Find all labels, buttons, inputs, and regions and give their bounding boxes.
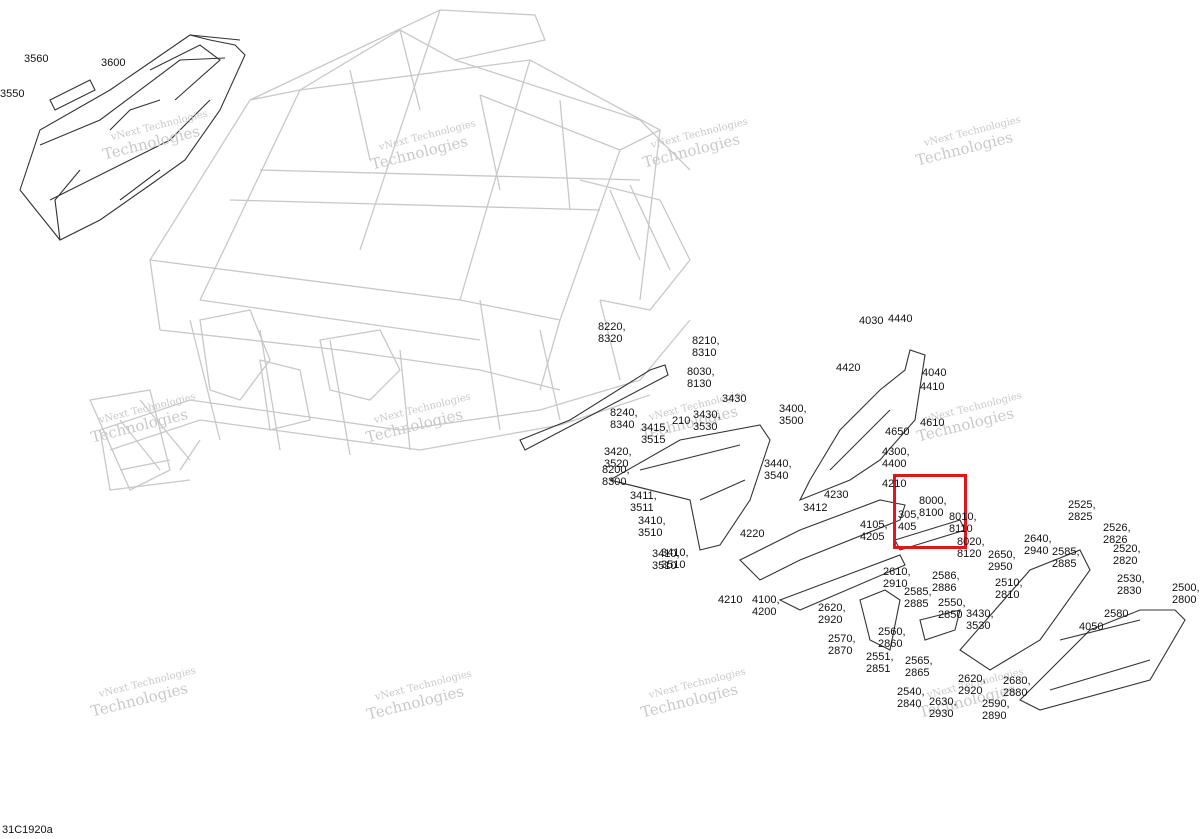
callout-label: 2551, 2851 bbox=[866, 651, 894, 675]
callout-label: 4040 bbox=[922, 367, 947, 379]
callout-label: 4220 bbox=[740, 528, 765, 540]
callout-label: 2570, 2870 bbox=[828, 633, 856, 657]
callout-label: 8010, 8110 bbox=[949, 511, 977, 535]
callout-label: 8220, 8320 bbox=[598, 321, 626, 345]
callout-label: 2510, 2810 bbox=[995, 577, 1023, 601]
callout-label: 2560, 2860 bbox=[878, 626, 906, 650]
side-panels bbox=[519, 349, 1186, 711]
callout-label: 2586, 2886 bbox=[932, 570, 960, 594]
callout-label: 4105, 4205 bbox=[860, 519, 888, 543]
callout-label: 3400, 3500 bbox=[779, 403, 807, 427]
callout-label: 210 bbox=[672, 415, 691, 427]
callout-label: 2520, 2820 bbox=[1113, 543, 1141, 567]
callout-label: 2680, 2880 bbox=[1003, 675, 1031, 699]
callout-label: 2650, 2950 bbox=[988, 549, 1016, 573]
callout-label: 4210 bbox=[882, 478, 907, 490]
callout-label: 4440 bbox=[888, 313, 913, 325]
callout-label: 4100, 4200 bbox=[752, 594, 780, 618]
vehicle-frame-outline bbox=[89, 9, 691, 491]
callout-label: 8240, 8340 bbox=[610, 407, 638, 431]
callout-label: 3430 bbox=[722, 393, 747, 405]
callout-label: 4650 bbox=[885, 426, 910, 438]
callout-label: 2540, 2840 bbox=[897, 686, 925, 710]
callout-label: 2585, 2885 bbox=[904, 586, 932, 610]
callout-label: 4300, 4400 bbox=[882, 446, 910, 470]
highlight-box bbox=[893, 474, 967, 549]
callout-label: 8000, 8100 bbox=[919, 495, 947, 519]
callout-label: 2640, 2940 bbox=[1024, 533, 1052, 557]
callout-label: 3430, 3530 bbox=[966, 608, 994, 632]
callout-label: 4210 bbox=[718, 594, 743, 606]
callout-label: 3430, 3530 bbox=[693, 409, 721, 433]
callout-label: 4410 bbox=[920, 381, 945, 393]
callout-label: 3410, 3510 bbox=[638, 515, 666, 539]
callout-label: 3410, 3510 bbox=[661, 547, 689, 571]
door-assembly-inset bbox=[19, 34, 246, 241]
callout-label: 3600 bbox=[101, 57, 126, 69]
callout-label: 4230 bbox=[824, 489, 849, 501]
callout-label: 8030, 8130 bbox=[687, 366, 715, 390]
callout-label: 3415, 3515 bbox=[641, 422, 669, 446]
callout-label: 3410, 3510 bbox=[652, 548, 680, 572]
callout-label: 4610 bbox=[920, 417, 945, 429]
callout-label: 4420 bbox=[836, 362, 861, 374]
callout-label: 4030 bbox=[859, 315, 884, 327]
callout-label: 2630, 2930 bbox=[929, 696, 957, 720]
callout-label: 2525, 2825 bbox=[1068, 499, 1096, 523]
callout-label: 2585, 2885 bbox=[1052, 546, 1080, 570]
diagram-code: 31C1920a bbox=[2, 824, 53, 836]
callout-label: 2500, 2800 bbox=[1172, 582, 1200, 606]
callout-label: 2526, 2826 bbox=[1103, 522, 1131, 546]
callout-label: 3412 bbox=[803, 502, 828, 514]
callout-label: 2565, 2865 bbox=[905, 655, 933, 679]
callout-label: 305, 405 bbox=[898, 509, 920, 533]
callout-label: 8210, 8310 bbox=[692, 335, 720, 359]
callout-label: 4050 bbox=[1079, 621, 1104, 633]
callout-label: 3440, 3540 bbox=[764, 458, 792, 482]
callout-label: 8200, 8300 bbox=[602, 464, 630, 488]
callout-label: 2580 bbox=[1104, 608, 1129, 620]
callout-label: 3411, 3511 bbox=[630, 490, 657, 514]
callout-label: 8020, 8120 bbox=[957, 536, 985, 560]
callout-label: 3560 bbox=[24, 53, 49, 65]
callout-label: 3550 bbox=[0, 88, 25, 100]
callout-label: 2620, 2920 bbox=[958, 673, 986, 697]
callout-label: 2620, 2920 bbox=[818, 602, 846, 626]
callout-label: 2530, 2830 bbox=[1117, 573, 1145, 597]
callout-label: 3420, 3520 bbox=[604, 446, 632, 470]
callout-label: 2590, 2890 bbox=[982, 698, 1010, 722]
callout-label: 2610, 2910 bbox=[883, 566, 911, 590]
callout-label: 2550, 2850 bbox=[938, 597, 966, 621]
